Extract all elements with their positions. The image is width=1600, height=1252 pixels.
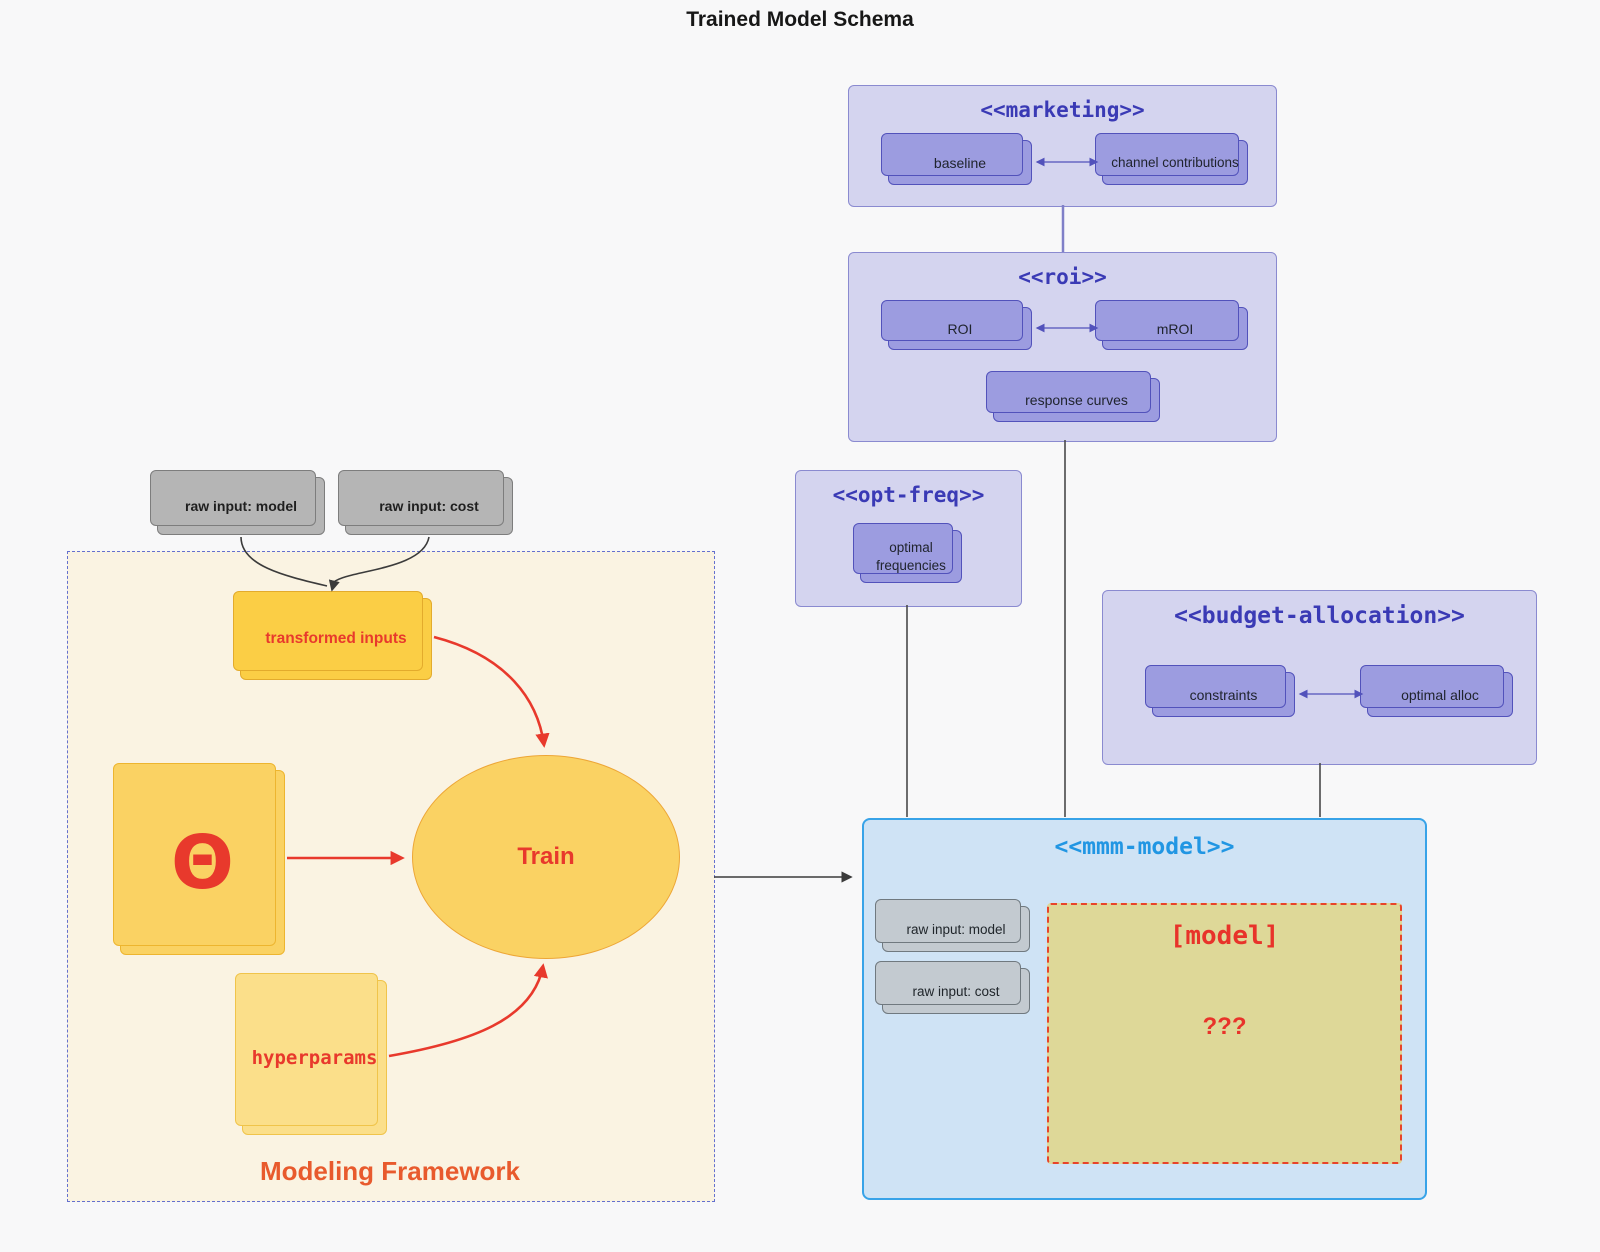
node-optimal-alloc-label: optimal alloc [1401,686,1479,703]
cluster-roi-title: <<roi>> [1018,265,1107,289]
modeling-framework-label: Modeling Framework [259,1156,521,1186]
node-mmm-raw-input-cost: raw input: cost [875,961,1030,1014]
node-raw-input-model-label: raw input: model [185,498,297,514]
node-response-curves-label: response curves [1025,392,1128,408]
node-roi-label: ROI [947,320,973,337]
node-raw-input-cost: raw input: cost [338,470,513,535]
node-theta-label: Θ [171,819,234,906]
node-channel-contributions: channel contributions [1095,133,1248,185]
cluster-mmm-model-title: <<mmm-model>> [1054,834,1235,860]
node-constraints: constraints [1145,665,1295,717]
cluster-marketing-title: <<marketing>> [980,98,1145,122]
node-hyperparams-label: hyperparams [251,1046,378,1069]
node-mmm-raw-input-cost-label: raw input: cost [912,983,1000,999]
node-train-label: Train [517,843,575,870]
node-mmm-raw-input-model-label: raw input: model [906,921,1006,937]
node-constraints-label: constraints [1189,686,1258,703]
node-train: Train [412,755,680,959]
node-roi: ROI [881,300,1032,350]
node-theta: Θ [113,763,285,955]
node-optimal-frequencies: optimal frequencies [853,523,962,583]
cluster-opt-freq-title: <<opt-freq>> [832,483,985,507]
node-raw-input-cost-label: raw input: cost [379,498,479,514]
node-optimal-alloc: optimal alloc [1360,665,1513,717]
node-model-label: [model] [1169,921,1280,951]
cluster-budget-allocation-title: <<budget-allocation>> [1174,603,1465,629]
node-raw-input-model: raw input: model [150,470,325,535]
node-channel-contributions-label: channel contributions [1111,155,1239,170]
node-model-placeholder: [model] ??? [1047,903,1402,1164]
node-model-question: ??? [1202,1013,1247,1040]
page-title: Trained Model Schema [686,8,914,31]
node-mmm-raw-input-model: raw input: model [875,899,1030,952]
node-mroi: mROI [1095,300,1248,350]
node-hyperparams: hyperparams [235,973,387,1135]
node-response-curves: response curves [986,371,1160,422]
node-optimal-frequencies-label: optimal frequencies [876,539,946,573]
node-mroi-label: mROI [1156,320,1194,337]
node-baseline: baseline [881,133,1032,185]
node-transformed-inputs-label: transformed inputs [265,630,407,647]
node-transformed-inputs: transformed inputs [233,591,432,680]
node-baseline-label: baseline [933,154,987,171]
